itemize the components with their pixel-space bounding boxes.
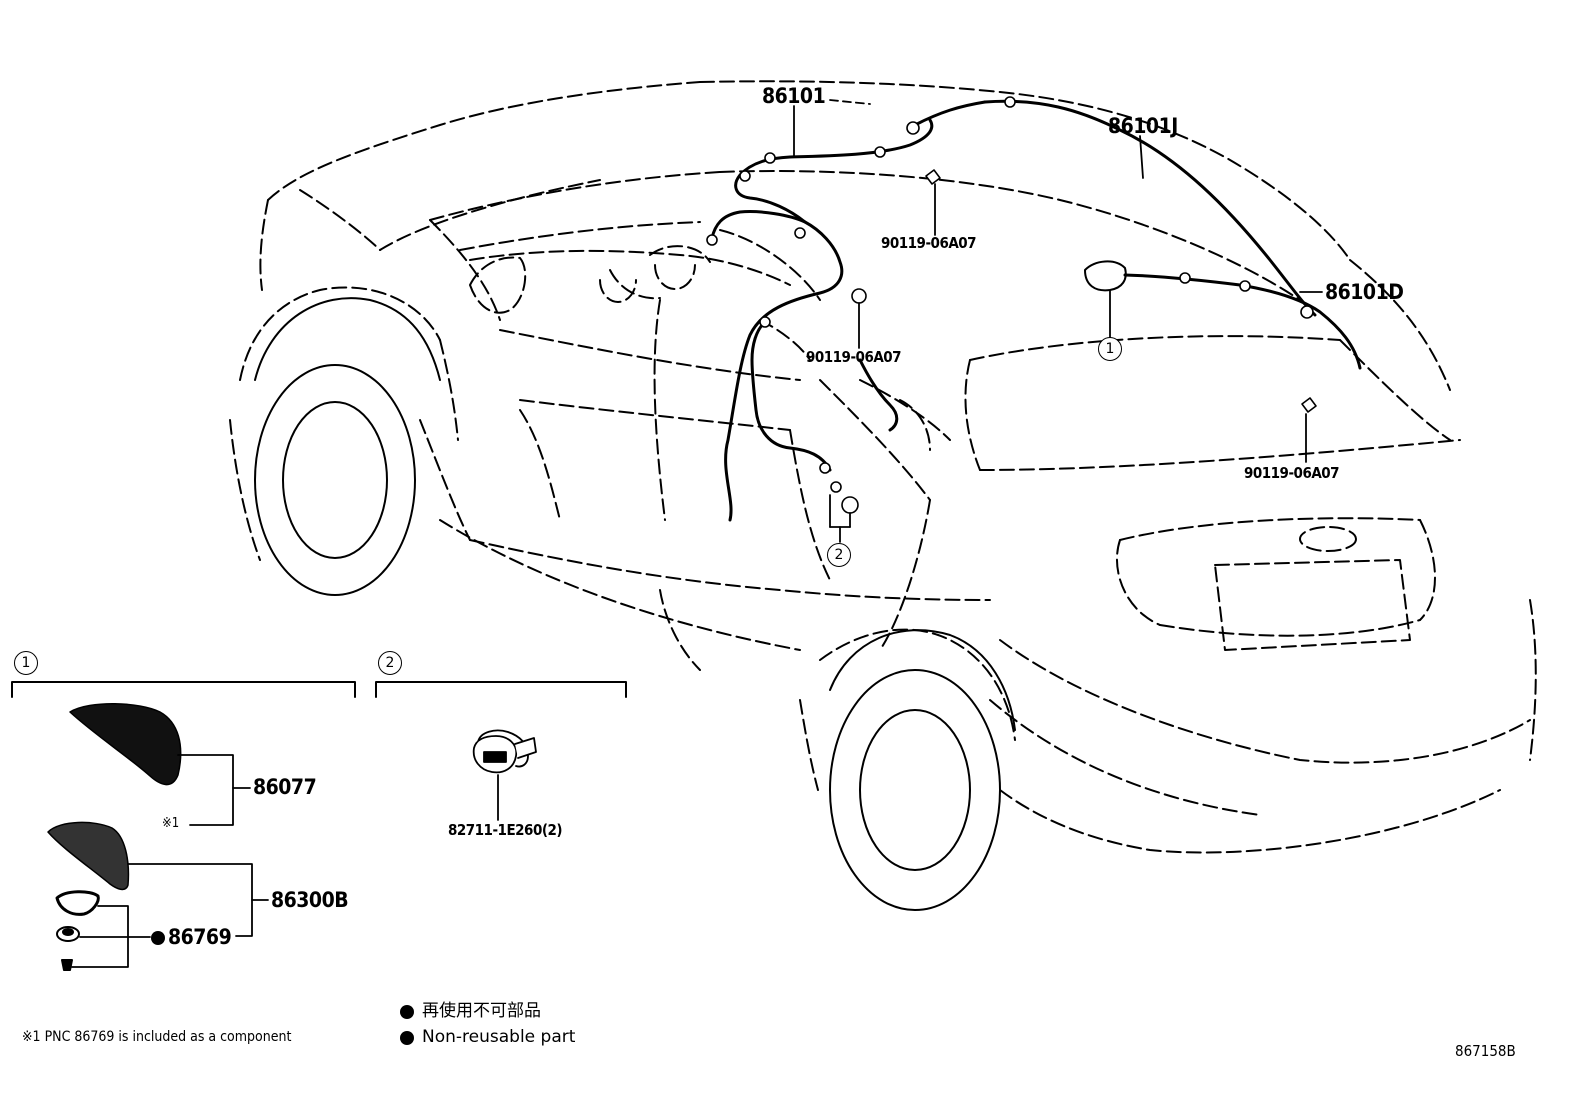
bolt-glyphs (925, 169, 1317, 413)
non-reusable-dot-icon (151, 931, 165, 945)
note-mark-1: ※1 (162, 816, 180, 831)
detail-1-tag: 1 (14, 651, 38, 675)
antenna-cover-86077 (69, 703, 182, 786)
legend-japanese: 再使用不可部品 (400, 1003, 541, 1020)
rear-wheel (829, 669, 1001, 911)
callout-86101J: 86101J (1108, 114, 1178, 138)
callout-86101D: 86101D (1325, 280, 1404, 304)
location-marker-2: 2 (827, 543, 851, 567)
antenna-cord-harness (710, 99, 1362, 522)
vehicle-body-outline (229, 80, 1537, 854)
detail-1-drawing (11, 681, 356, 971)
callout-bolt-upper: 90119-06A07 (881, 234, 977, 252)
detail-2-drawing (375, 681, 627, 821)
footnote: ※1 PNC 86769 is included as a component (22, 1029, 292, 1045)
screw-glyph (61, 959, 73, 971)
roof-antenna-location (1084, 260, 1127, 292)
detail-2-tag: 2 (378, 651, 402, 675)
gasket-86769 (55, 890, 100, 916)
callout-bolt-right: 90119-06A07 (1244, 464, 1340, 482)
part-82711-label: 82711-1E260(2) (448, 821, 563, 839)
non-reusable-dot-icon (400, 1004, 414, 1019)
callout-86101: 86101 (762, 84, 826, 108)
legend-english: Non-reusable part (400, 1029, 575, 1046)
figure-id: 867158B (1455, 1042, 1516, 1060)
leader-lines (793, 99, 1323, 543)
part-86077-label: 86077 (253, 775, 317, 799)
location-marker-1: 1 (1098, 337, 1122, 361)
callout-bolt-middle: 90119-06A07 (806, 348, 902, 366)
non-reusable-dot-icon (400, 1030, 414, 1045)
clamp-82711 (472, 729, 537, 774)
antenna-base-86300B (47, 821, 130, 891)
part-86769-label: 86769 (151, 927, 232, 948)
front-wheel (254, 364, 416, 596)
part-86300B-label: 86300B (271, 888, 349, 912)
